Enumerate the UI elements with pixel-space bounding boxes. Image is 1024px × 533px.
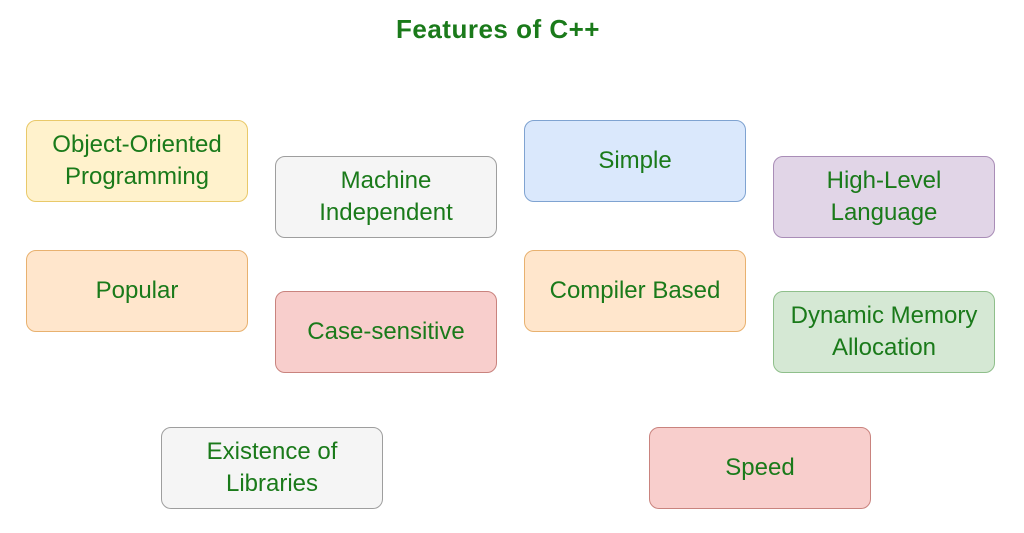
feature-label: Compiler Based bbox=[549, 277, 721, 304]
feature-box-popular: Popular bbox=[26, 250, 248, 332]
feature-box-high-level-language: High-Level Language bbox=[773, 156, 995, 238]
diagram-title: Features of C++ bbox=[395, 14, 600, 44]
feature-label: Existence of Libraries bbox=[206, 438, 338, 497]
feature-label: High-Level Language bbox=[826, 167, 942, 226]
feature-label: Simple bbox=[598, 147, 672, 174]
feature-label: Speed bbox=[725, 454, 795, 481]
feature-box-compiler-based: Compiler Based bbox=[524, 250, 746, 332]
feature-label: Popular bbox=[95, 277, 179, 304]
feature-box-machine-independent: Machine Independent bbox=[275, 156, 497, 238]
feature-label: Object-Oriented Programming bbox=[52, 131, 222, 190]
feature-box-object-oriented: Object-Oriented Programming bbox=[26, 120, 248, 202]
feature-label: Machine Independent bbox=[319, 167, 453, 226]
feature-box-speed: Speed bbox=[649, 427, 871, 509]
feature-box-existence-of-libraries: Existence of Libraries bbox=[161, 427, 383, 509]
feature-label: Case-sensitive bbox=[307, 318, 465, 345]
feature-box-simple: Simple bbox=[524, 120, 746, 202]
feature-box-dynamic-memory-allocation: Dynamic Memory Allocation bbox=[773, 291, 995, 373]
feature-label: Dynamic Memory Allocation bbox=[790, 302, 978, 361]
feature-box-case-sensitive: Case-sensitive bbox=[275, 291, 497, 373]
